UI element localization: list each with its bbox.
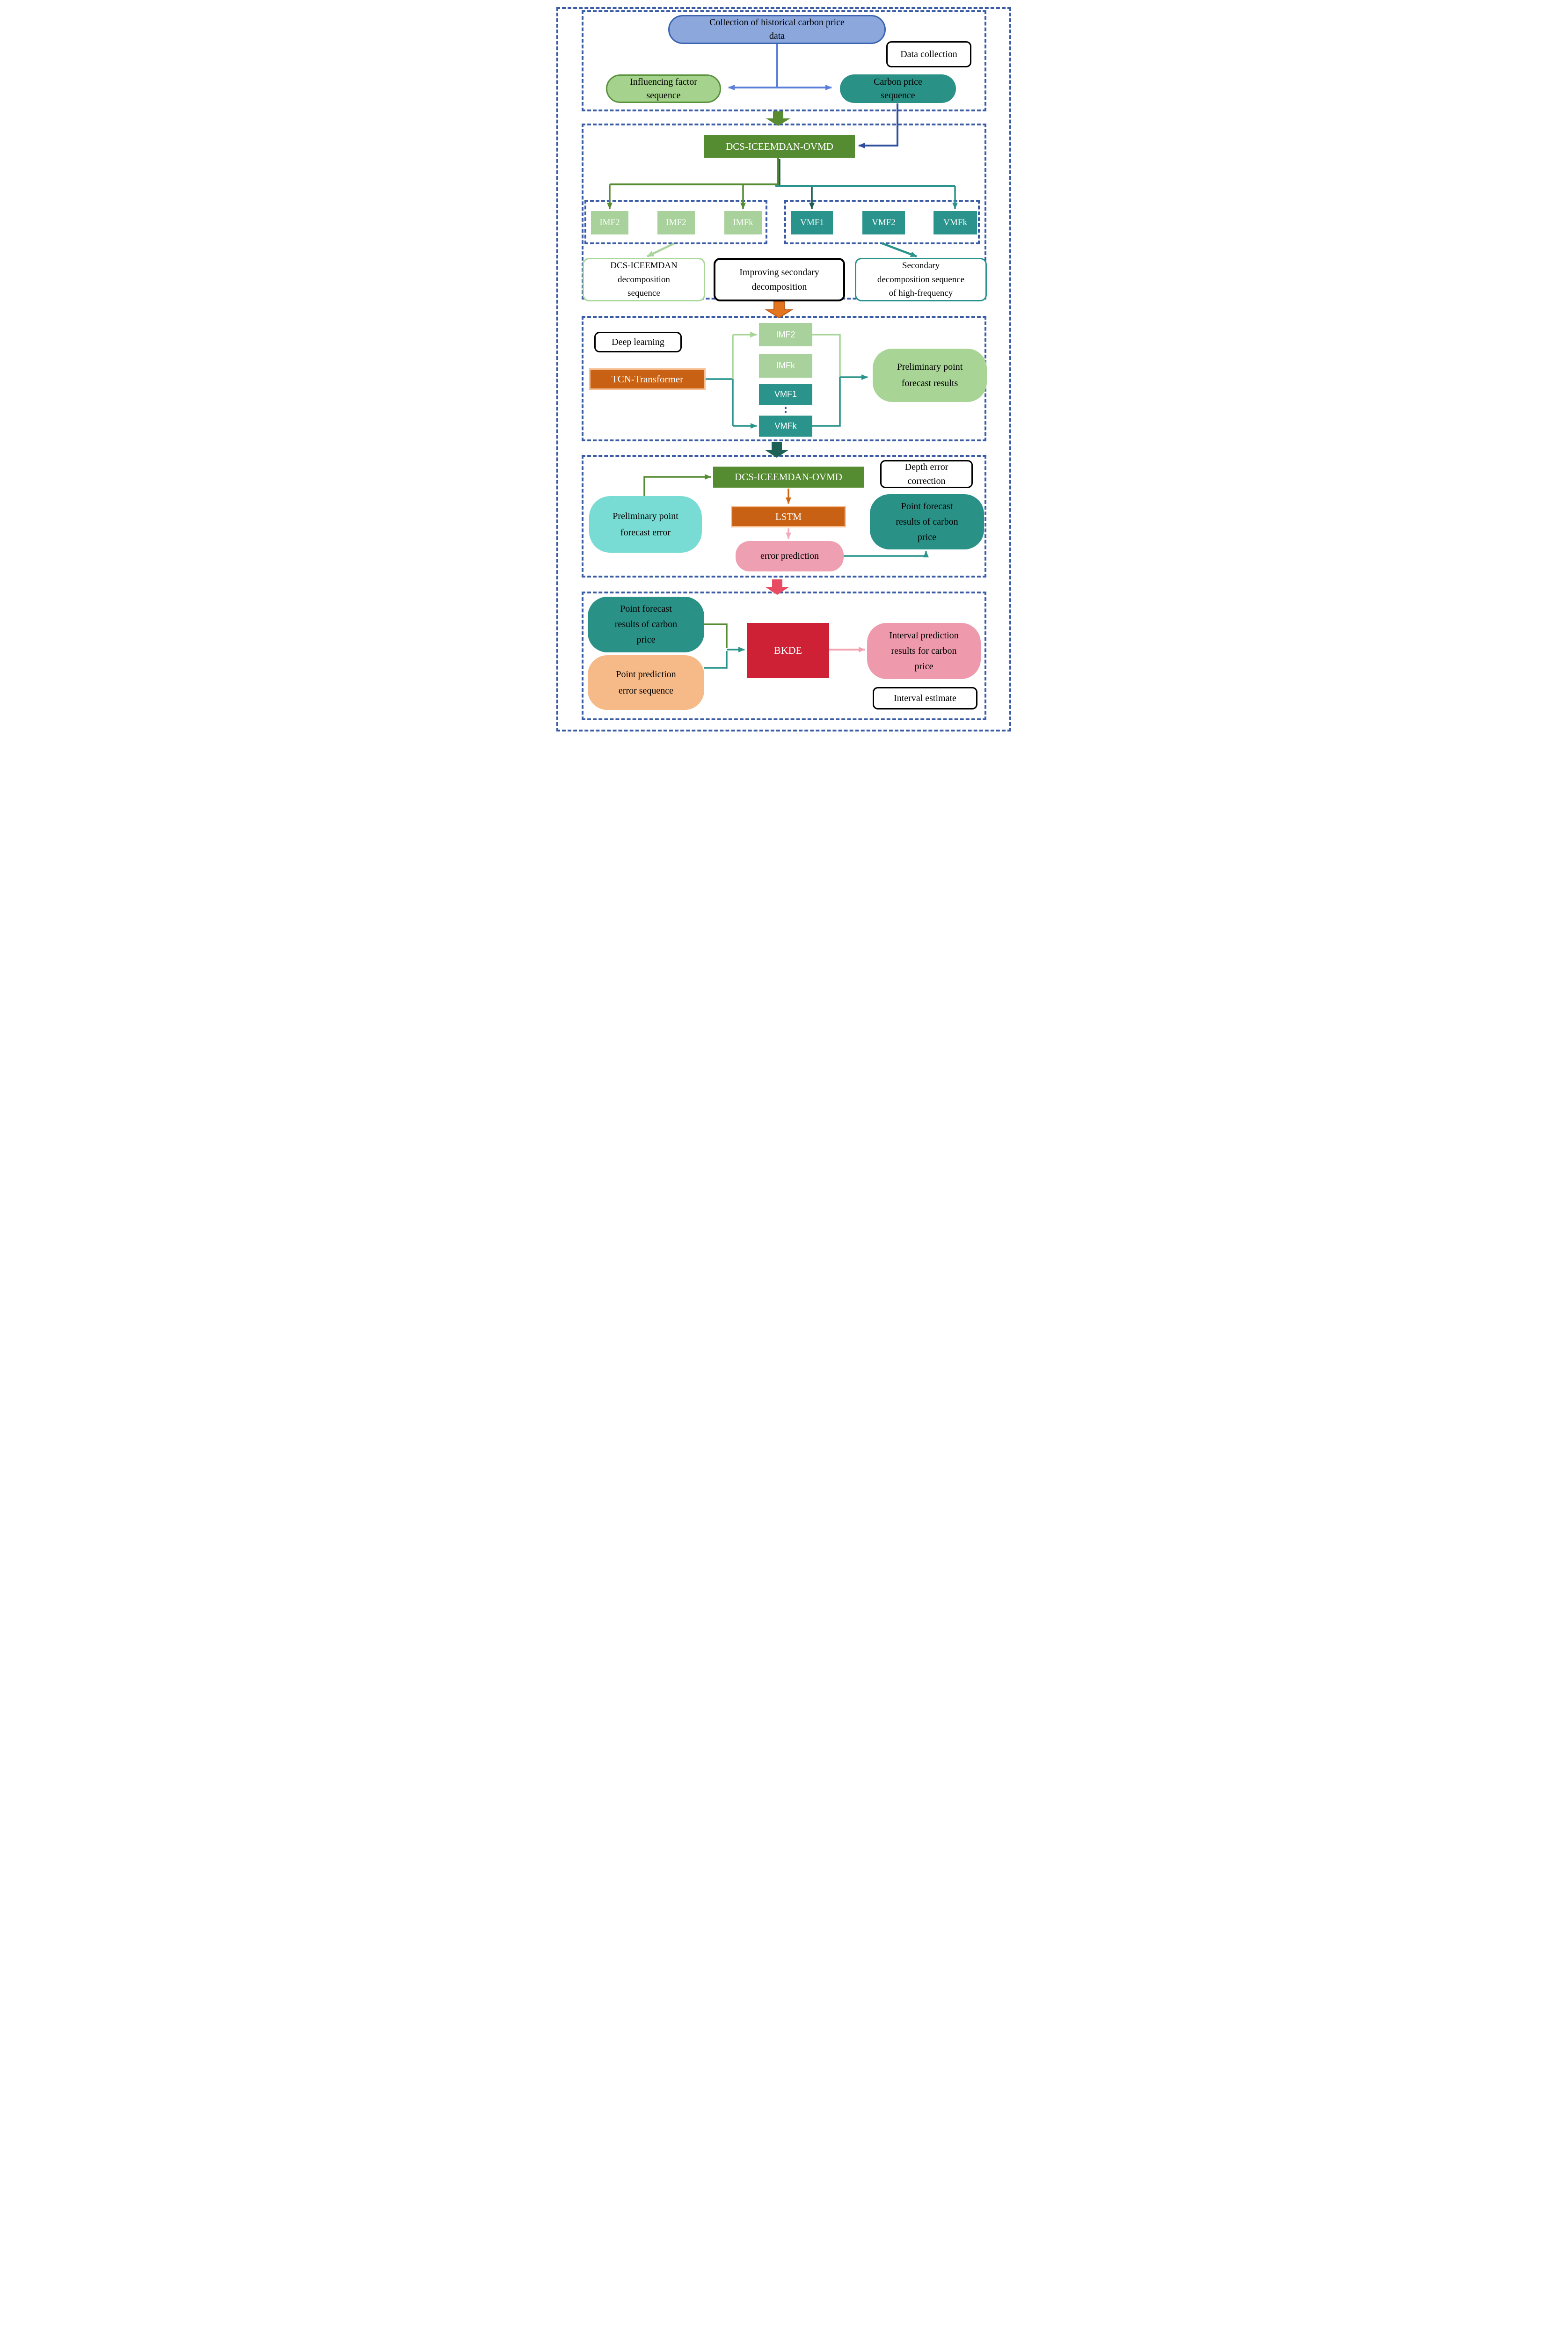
node-point-result-s4: Point forecast results of carbon price [870, 494, 984, 549]
node-bkde: BKDE [747, 623, 829, 678]
node-iceemdan-sequence: DCS-ICEEMDAN decomposition sequence [583, 258, 705, 301]
label-deep-learning: Deep learning [594, 332, 682, 352]
node-carbon-price-sequence: Carbon price sequence [840, 74, 956, 103]
node-preliminary-results: Preliminary point forecast results [873, 349, 987, 402]
node-vmfk: VMFk [934, 211, 977, 234]
outer-frame [556, 7, 1011, 731]
node-imf2-b: IMF2 [657, 211, 695, 234]
section-data-collection [582, 10, 986, 111]
node-point-result-s5: Point forecast results of carbon price [588, 597, 704, 652]
stream-vmfk: VMFk [759, 416, 812, 437]
label-interval-estimate: Interval estimate [873, 687, 977, 709]
node-improving-secondary: Improving secondary decomposition [714, 258, 845, 301]
node-lstm: LSTM [731, 506, 846, 527]
node-decomposer-1: DCS-ICEEMDAN-OVMD [704, 135, 855, 158]
node-tcn-transformer: TCN-Transformer [589, 368, 706, 390]
node-vmf1: VMF1 [791, 211, 833, 234]
node-secondary-sequence: Secondary decomposition sequence of high… [855, 258, 987, 301]
node-error-prediction: error prediction [736, 541, 844, 571]
node-error-sequence: Point prediction error sequence [588, 655, 704, 710]
node-preliminary-error: Preliminary point forecast error [589, 496, 702, 553]
imf-group-frame [584, 200, 767, 244]
node-imfk: IMFk [724, 211, 762, 234]
node-collection: Collection of historical carbon price da… [668, 15, 886, 44]
node-influencing-factor: Influencing factor sequence [606, 74, 721, 103]
stream-imf2: IMF2 [759, 323, 812, 346]
node-imf2-a: IMF2 [591, 211, 628, 234]
label-depth-error-correction: Depth error correction [880, 460, 973, 488]
stream-vmf1: VMF1 [759, 384, 812, 405]
stream-imfk: IMFk [759, 354, 812, 378]
node-interval-result: Interval prediction results for carbon p… [867, 623, 981, 679]
flowchart-canvas: Collection of historical carbon price da… [549, 0, 1019, 735]
node-vmf2: VMF2 [862, 211, 905, 234]
label-data-collection: Data collection [886, 41, 971, 67]
node-decomposer-2: DCS-ICEEMDAN-OVMD [713, 467, 864, 488]
